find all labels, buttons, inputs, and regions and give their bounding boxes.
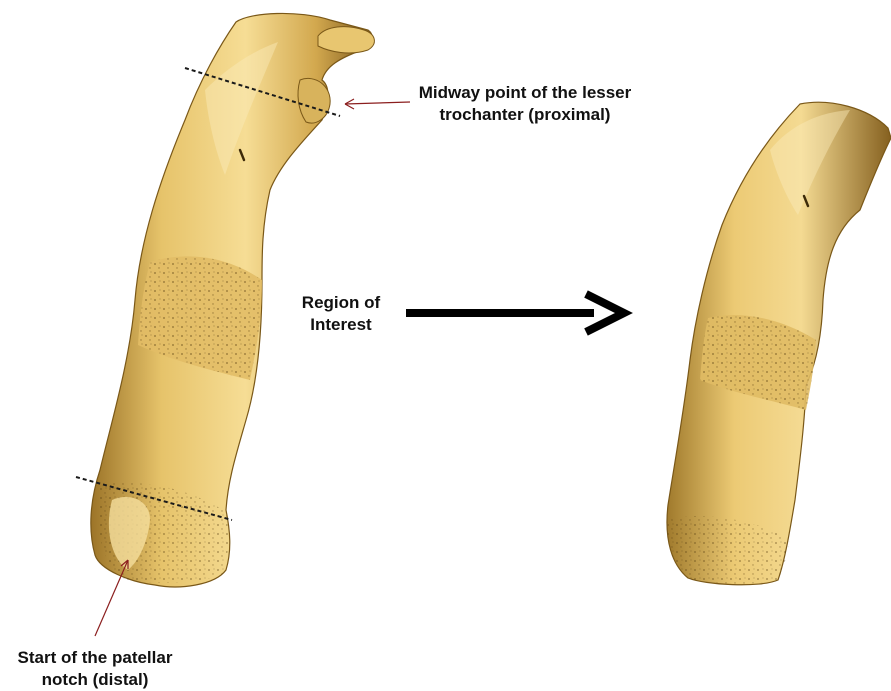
roi-label-line2: Interest xyxy=(286,314,396,336)
proximal-pointer xyxy=(345,99,410,109)
proximal-landmark-label: Midway point of the lesser trochanter (p… xyxy=(410,82,640,126)
region-of-interest-label: Region of Interest xyxy=(286,292,396,336)
roi-label-line1: Region of xyxy=(286,292,396,314)
proximal-label-line1: Midway point of the lesser xyxy=(410,82,640,104)
arrow-right-icon xyxy=(406,294,624,332)
distal-label-line1: Start of the patellar xyxy=(0,647,190,669)
proximal-label-line2: trochanter (proximal) xyxy=(410,104,640,126)
distal-label-line2: notch (distal) xyxy=(0,669,190,691)
right-femur-roi xyxy=(667,102,891,585)
distal-landmark-label: Start of the patellar notch (distal) xyxy=(0,647,190,691)
left-femur-head xyxy=(318,27,374,53)
